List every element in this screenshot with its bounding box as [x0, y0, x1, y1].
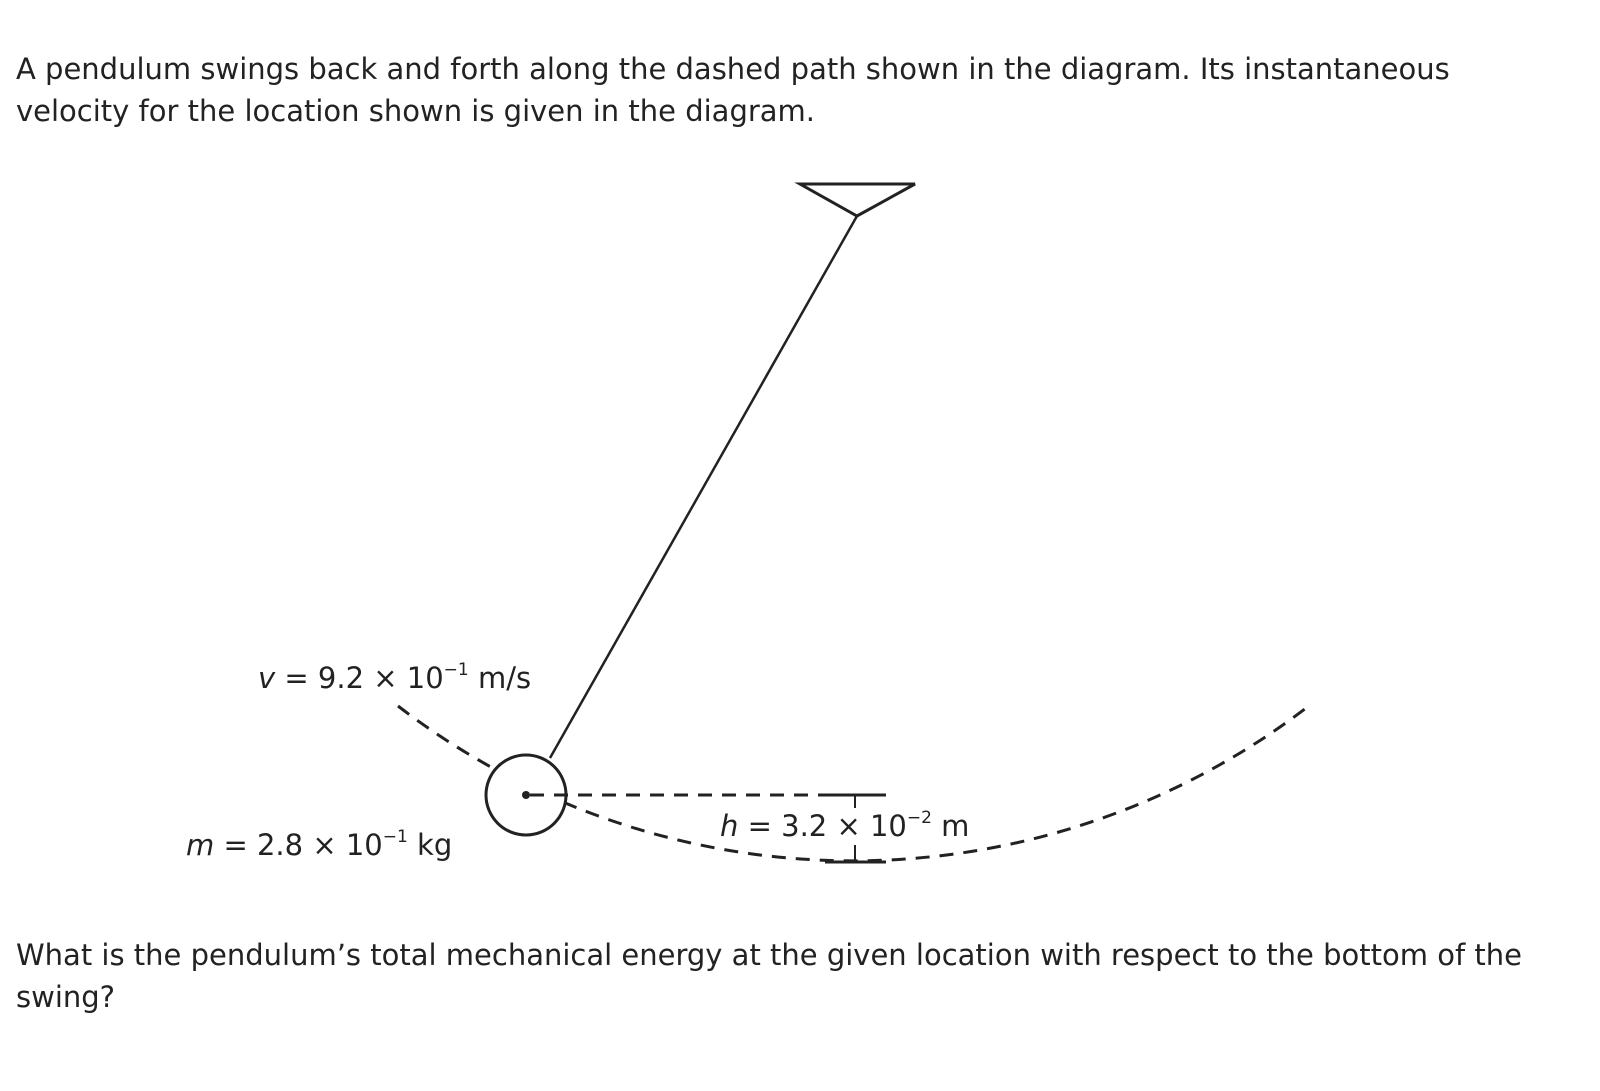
problem-intro: A pendulum swings back and forth along t…	[16, 52, 1450, 128]
mass-label: m = 2.8 × 10−1 kg	[186, 827, 452, 862]
pivot-support	[794, 182, 916, 218]
pendulum-string	[548, 215, 859, 759]
problem-question: What is the pendulum’s total mechanical …	[16, 938, 1522, 1014]
velocity-label: v = 9.2 × 10−1 m/s	[258, 660, 531, 695]
height-label: h = 3.2 × 10−2 m	[720, 808, 969, 843]
height-marker	[825, 793, 886, 864]
bob-center-dot	[522, 791, 530, 799]
